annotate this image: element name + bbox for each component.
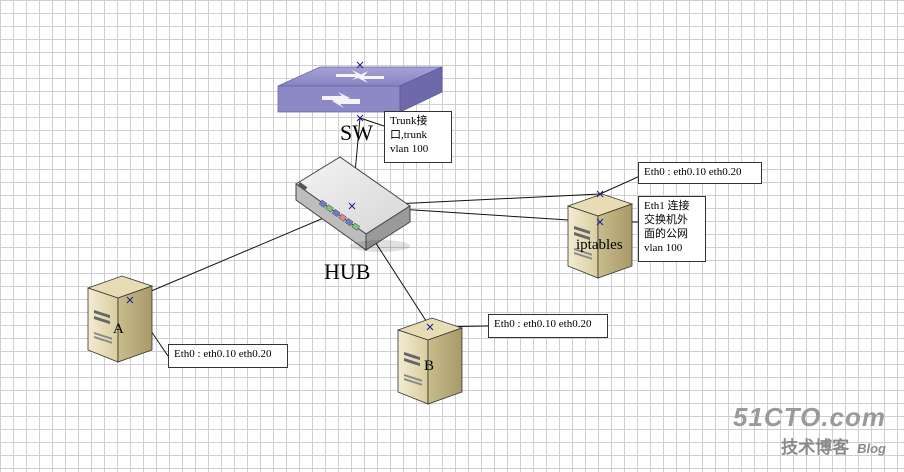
connection-point bbox=[356, 114, 364, 122]
server-a-icon bbox=[86, 275, 154, 363]
connection-point bbox=[356, 61, 364, 69]
trunk-callout: Trunk接 口,trunk vlan 100 bbox=[384, 111, 452, 163]
watermark: 51CTO.com 技术博客 Blog bbox=[733, 402, 886, 458]
server-b-icon bbox=[396, 317, 464, 405]
connection-point bbox=[126, 296, 134, 304]
hub-icon bbox=[295, 156, 411, 252]
connection-point bbox=[348, 202, 356, 210]
link-hub-server-a bbox=[129, 205, 353, 301]
switch-label: SW bbox=[340, 120, 373, 145]
hub-label: HUB bbox=[324, 259, 371, 284]
leader-iptables-eth0 bbox=[599, 175, 641, 195]
server-b-callout: Eth0 : eth0.10 eth0.20 bbox=[488, 314, 608, 338]
server-a-callout: Eth0 : eth0.10 eth0.20 bbox=[168, 344, 288, 368]
server-a-label: A bbox=[113, 321, 124, 337]
connection-points bbox=[126, 61, 604, 331]
iptables-label: iptables bbox=[576, 237, 623, 253]
watermark-tagline: 技术博客 Blog bbox=[733, 433, 886, 458]
switch-icon bbox=[277, 66, 443, 113]
connection-point bbox=[596, 218, 604, 226]
iptables-eth1-callout: Eth1 连接 交换机外 面的公网 vlan 100 bbox=[638, 196, 706, 262]
watermark-blog: Blog bbox=[857, 441, 886, 456]
connection-point bbox=[596, 190, 604, 198]
iptables-eth0-callout: Eth0 : eth0.10 eth0.20 bbox=[638, 162, 762, 184]
iptables-server-icon bbox=[566, 193, 634, 279]
watermark-tagline-text: 技术博客 bbox=[781, 438, 850, 458]
leader-trunk bbox=[359, 117, 385, 127]
connection-point bbox=[426, 323, 434, 331]
server-b-label: B bbox=[424, 358, 435, 374]
watermark-site: 51CTO.com bbox=[732, 402, 886, 432]
